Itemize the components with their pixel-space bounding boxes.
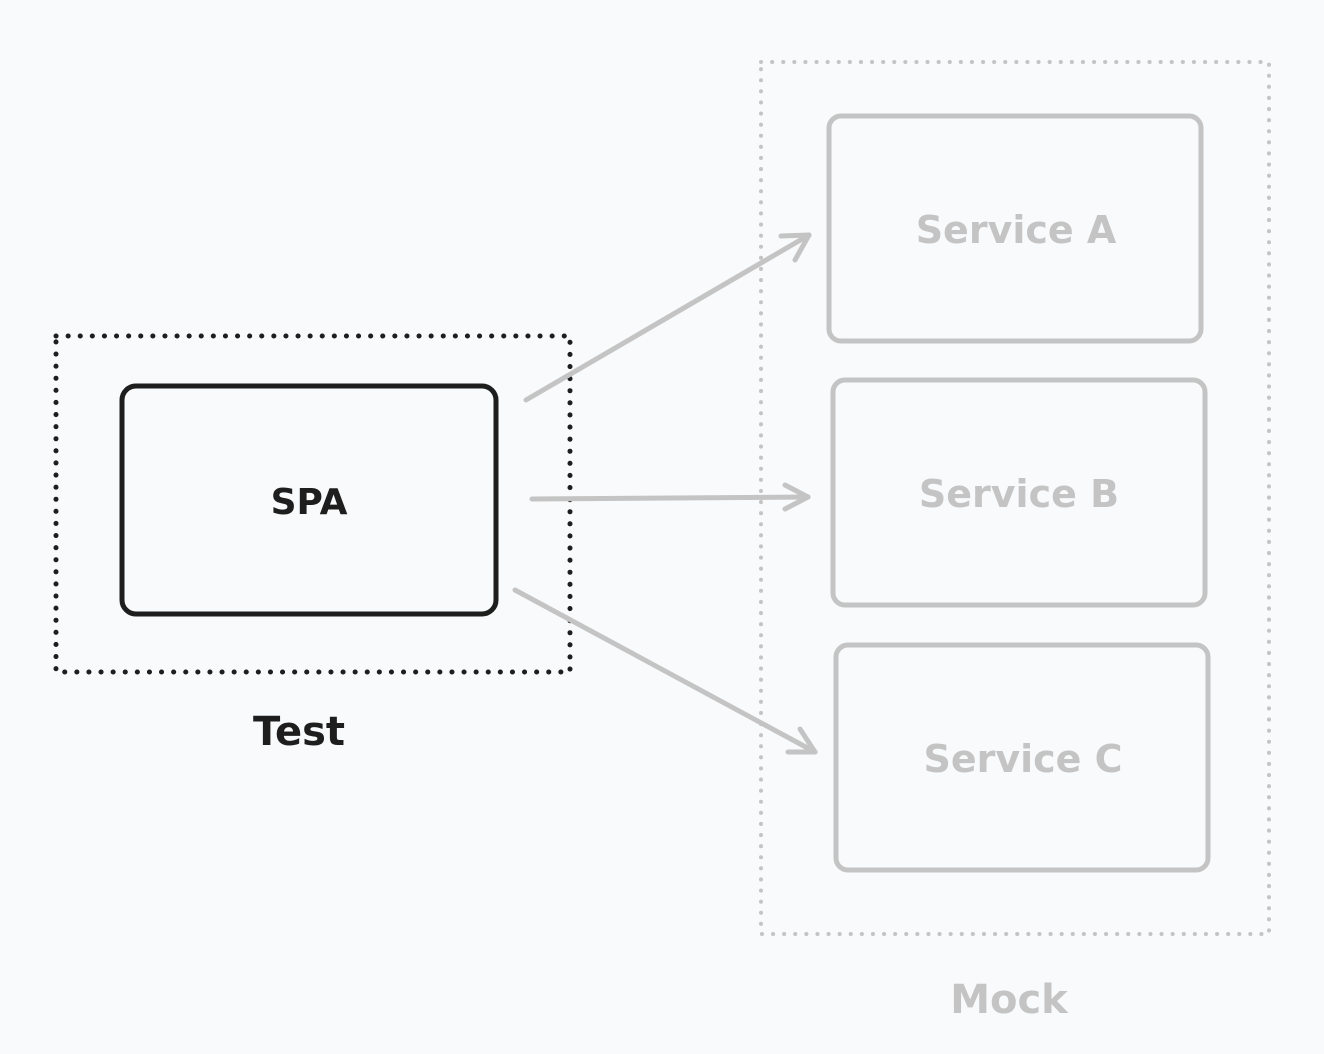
service-a-node xyxy=(826,113,1204,344)
service-c-node xyxy=(833,642,1211,873)
service-c-label: Service C xyxy=(923,737,1122,781)
mock-group-label: Mock xyxy=(950,977,1069,1023)
service-a-label: Service A xyxy=(916,208,1117,252)
mock-group-boundary xyxy=(759,60,1271,936)
spa-node xyxy=(119,383,499,617)
test-group-label: Test xyxy=(253,709,345,755)
arrow-spa-to-service-b xyxy=(529,482,811,512)
service-b-label: Service B xyxy=(919,472,1119,516)
service-b-node xyxy=(830,377,1208,608)
arrow-spa-to-service-a xyxy=(523,232,812,403)
arrow-spa-to-service-c xyxy=(512,587,818,755)
spa-label: SPA xyxy=(271,482,348,523)
